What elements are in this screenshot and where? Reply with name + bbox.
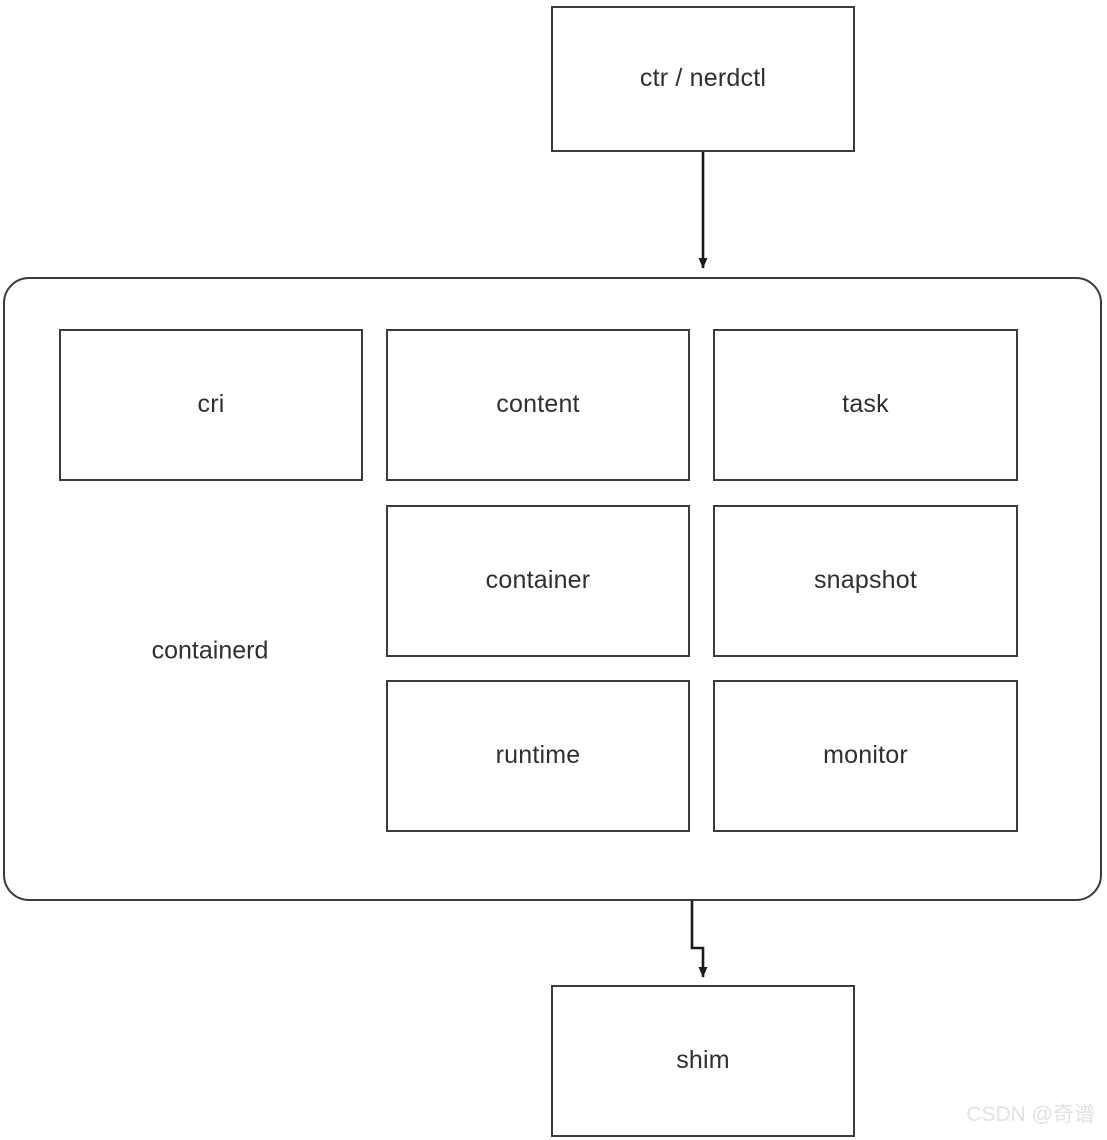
node-runtime[interactable]: runtime bbox=[386, 680, 690, 832]
node-container[interactable]: container bbox=[386, 505, 690, 657]
node-content-label: content bbox=[496, 390, 580, 419]
node-task-label: task bbox=[842, 390, 889, 419]
group-containerd-label: containerd bbox=[151, 636, 269, 665]
node-shim-label: shim bbox=[676, 1046, 730, 1075]
edge-containerd-to-shim bbox=[690, 901, 708, 978]
node-content[interactable]: content bbox=[386, 329, 690, 481]
node-task[interactable]: task bbox=[713, 329, 1018, 481]
node-snapshot[interactable]: snapshot bbox=[713, 505, 1018, 657]
node-monitor[interactable]: monitor bbox=[713, 680, 1018, 832]
node-client[interactable]: ctr / nerdctl bbox=[551, 6, 855, 152]
node-snapshot-label: snapshot bbox=[813, 566, 918, 595]
watermark: CSDN @奇谱 bbox=[966, 1103, 1095, 1126]
node-container-label: container bbox=[485, 566, 591, 595]
node-cri-label: cri bbox=[197, 390, 225, 419]
node-client-label: ctr / nerdctl bbox=[639, 64, 767, 93]
node-monitor-label: monitor bbox=[823, 741, 908, 770]
node-shim[interactable]: shim bbox=[551, 985, 855, 1137]
node-cri[interactable]: cri bbox=[59, 329, 363, 481]
node-runtime-label: runtime bbox=[495, 741, 581, 770]
